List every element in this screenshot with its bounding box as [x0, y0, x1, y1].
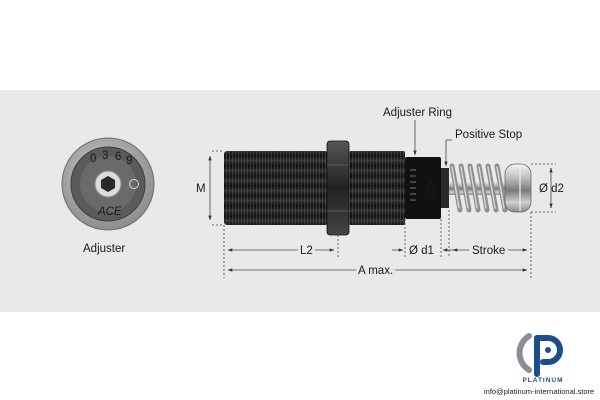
logo-grey-arc: [516, 333, 532, 373]
dimension-labels: Adjuster Ring Positive Stop M Ø d2 L2 Ø …: [196, 107, 564, 280]
adjuster-view: 0 3 6 9 ACE Adjuster: [61, 137, 155, 255]
ring-brand-text: ACE: [423, 178, 435, 202]
label-stroke: Stroke: [472, 245, 505, 257]
label-adjuster-ring: Adjuster Ring: [383, 107, 452, 119]
dimension-lines: [208, 120, 556, 278]
rod-end-button: [504, 163, 532, 213]
hex-socket-icon: [101, 176, 115, 192]
threaded-body-left: [224, 151, 328, 225]
contact-email[interactable]: info@platinum-international.store: [484, 387, 595, 396]
adjuster-scale-3: 3: [102, 150, 108, 162]
adjuster-notch-marker: [129, 179, 139, 189]
label-l2: L2: [300, 245, 313, 257]
label-m: M: [196, 183, 206, 195]
adjuster-face-brand: ACE: [97, 206, 122, 218]
label-a-max: A max.: [358, 265, 393, 277]
label-positive-stop: Positive Stop: [455, 129, 522, 141]
brand-name: PLATINUM: [522, 377, 564, 384]
label-d1: Ø d1: [409, 245, 434, 257]
adjuster-ring: [405, 157, 441, 219]
threaded-body-right: [349, 151, 405, 225]
adjuster-scale-0: 0: [90, 153, 96, 165]
lock-nut: [326, 140, 350, 236]
logo-blue-p: [534, 335, 563, 377]
adjuster-scale-6: 6: [115, 151, 121, 163]
shock-absorber-side-view: ACE: [224, 140, 532, 236]
positive-stop-collar: [441, 168, 449, 208]
platinum-logo: [516, 333, 563, 377]
positive-stop-leader: [444, 139, 452, 167]
label-d2: Ø d2: [539, 183, 564, 195]
adjuster-label: Adjuster: [83, 243, 125, 255]
adjuster-scale-9: 9: [126, 155, 132, 167]
